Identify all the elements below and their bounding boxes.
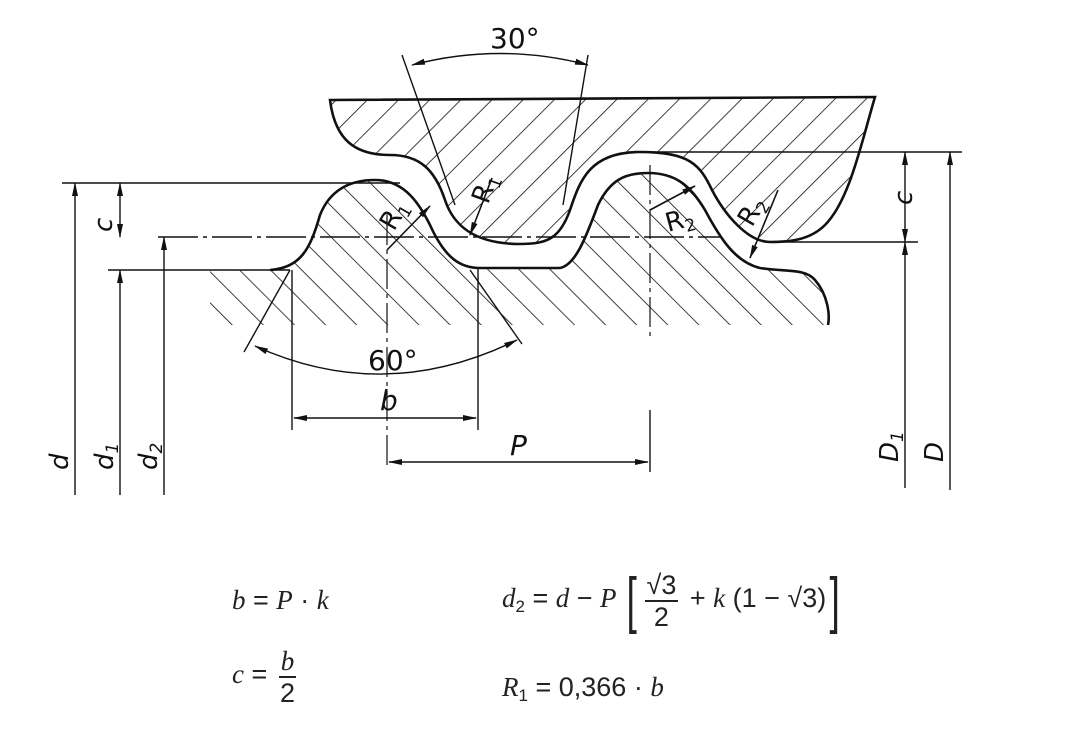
- dim-p-label: P: [510, 429, 527, 462]
- dim-d1-label: d1: [90, 443, 123, 470]
- formula-r1: R1 = 0,366 · b: [502, 672, 664, 705]
- center-lines: [386, 165, 651, 470]
- formula-b: b = P · k: [232, 585, 329, 615]
- dim-b-label: b: [380, 384, 398, 417]
- left-dimension-lines: [72, 182, 167, 495]
- right-dimension-lines: [902, 151, 953, 490]
- bolt-profile: [269, 171, 830, 326]
- angle-60-label: 60°: [368, 344, 418, 377]
- dim-c-right-label: c: [889, 191, 919, 205]
- svg-text:c: c: [889, 191, 919, 205]
- pitch-dimensions: [291, 268, 649, 465]
- thread-profile-drawing: 30° 60° b P R1 R1 R2 R2 c c d d1 d2 D1 D: [45, 22, 962, 495]
- dim-d-label: d: [45, 453, 75, 470]
- svg-text:d1: d1: [90, 443, 123, 470]
- svg-text:D: D: [920, 442, 950, 462]
- bolt-section: [210, 173, 829, 325]
- svg-text:D1: D1: [875, 431, 908, 462]
- nut-section: [328, 95, 877, 246]
- dim-d2-label: d2: [134, 443, 167, 470]
- dim-D-label: D: [920, 442, 950, 462]
- svg-text:d2: d2: [134, 443, 167, 470]
- dim-D1-label: D1: [875, 431, 908, 462]
- radius-leaders: [386, 177, 779, 259]
- dim-c-left-label: c: [89, 218, 119, 232]
- angle-30-label: 30°: [490, 22, 540, 55]
- angle-30-construction: [401, 52, 589, 206]
- svg-text:c: c: [89, 218, 119, 232]
- svg-text:d: d: [45, 453, 75, 470]
